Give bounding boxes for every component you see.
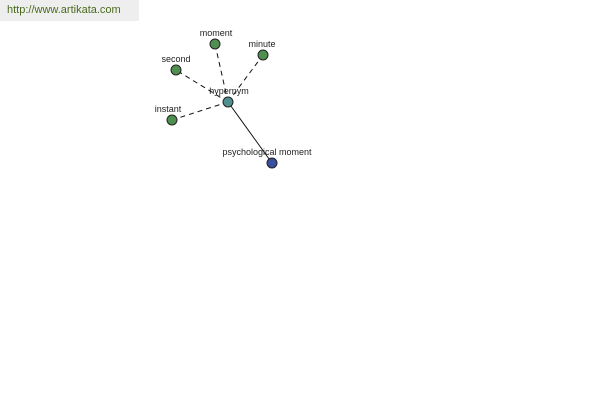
graph-edges (171, 43, 273, 164)
graph-labels: moment minute second instant hypernym ps… (155, 28, 312, 157)
label-second: second (161, 54, 190, 64)
node-second[interactable] (170, 64, 182, 76)
edge-psychological-moment (227, 101, 273, 164)
edge-minute (227, 54, 264, 103)
graph-nodes (166, 38, 278, 169)
label-minute: minute (248, 39, 275, 49)
node-instant[interactable] (166, 114, 178, 126)
site-url-link[interactable]: http://www.artikata.com (7, 4, 121, 16)
label-instant: instant (155, 104, 182, 114)
node-hypernym[interactable] (222, 96, 234, 108)
edge-second (175, 69, 229, 103)
label-moment: moment (200, 28, 233, 38)
label-hypernym: hypernym (209, 86, 249, 96)
node-minute[interactable] (257, 49, 269, 61)
edge-moment (214, 43, 229, 103)
edge-instant (171, 101, 229, 121)
label-psychological-moment: psychological moment (222, 147, 312, 157)
url-banner: http://www.artikata.com (0, 0, 139, 21)
node-moment[interactable] (209, 38, 221, 50)
node-psychological-moment[interactable] (266, 157, 278, 169)
